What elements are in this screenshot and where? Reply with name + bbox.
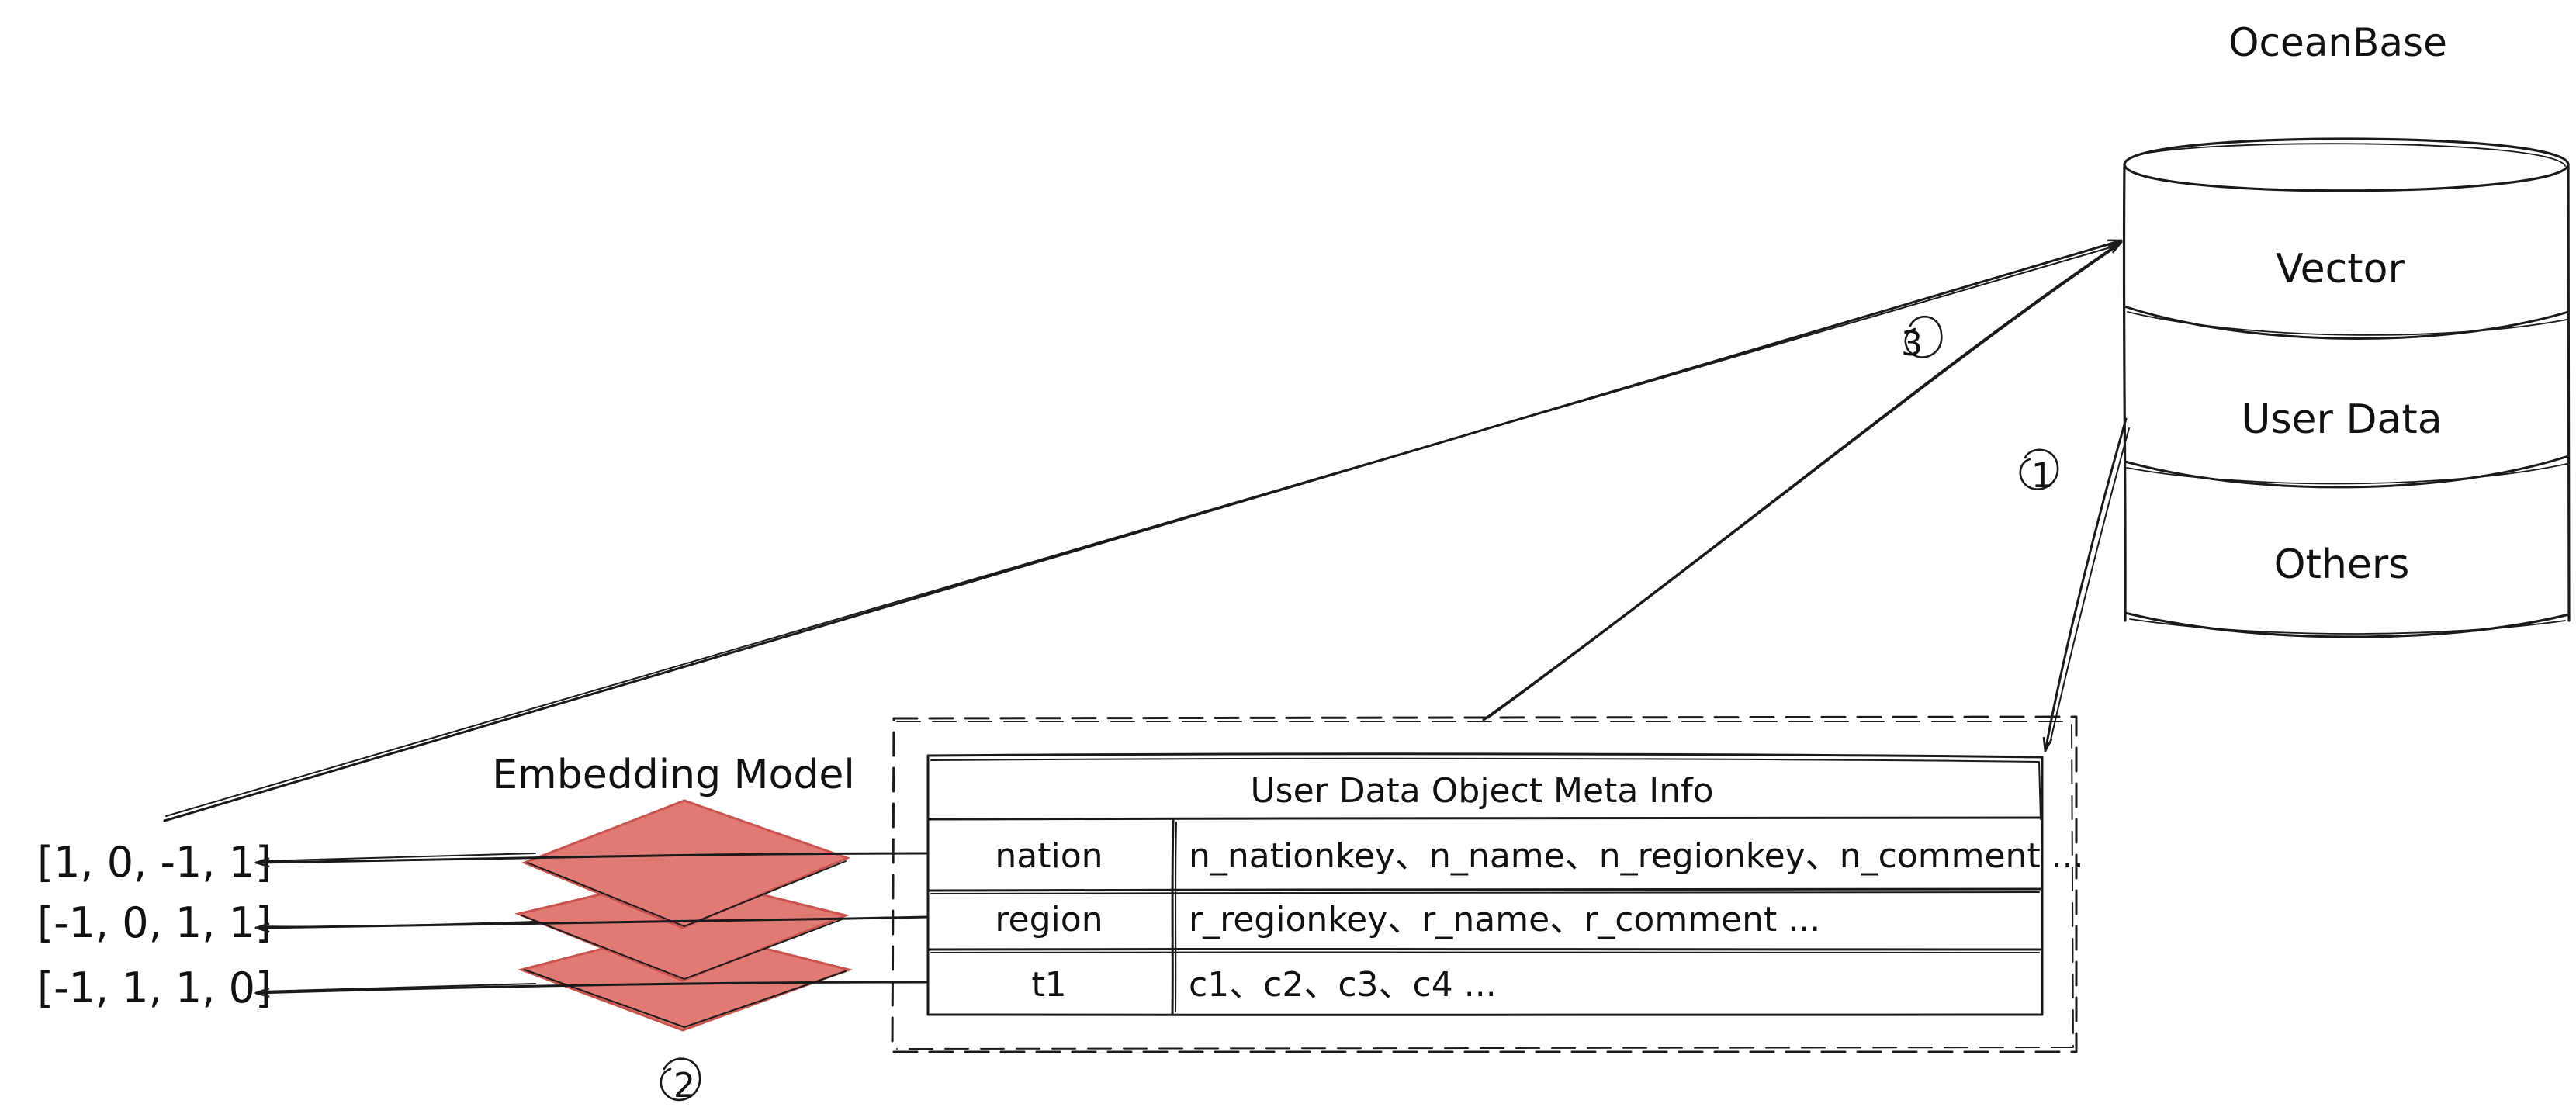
meta-info-container: User Data Object Meta Info nation n_nati… [891, 715, 2084, 1053]
vector-output-3: [-1, 1, 1, 0] [37, 964, 272, 1012]
step-marker-3: 3 [1901, 315, 1943, 364]
layer-user-data: User Data [2241, 396, 2442, 443]
row-columns-region: r_regionkey、r_name、r_comment ... [1189, 900, 1820, 939]
row-name-region: region [995, 900, 1103, 939]
userdata-to-meta-arrow [2042, 417, 2128, 752]
step-2-label: 2 [673, 1066, 695, 1105]
vector-outputs: [1, 0, -1, 1] [-1, 0, 1, 1] [-1, 1, 1, 0… [37, 838, 930, 1012]
row-name-t1: t1 [1031, 965, 1066, 1005]
vector-to-db-arrow [163, 239, 2123, 822]
row1-to-vector-arrow [254, 852, 930, 868]
meta-to-vector-arrow [1482, 240, 2123, 721]
connectors [163, 239, 2130, 822]
meta-table-header: User Data Object Meta Info [1250, 771, 1713, 811]
row-columns-nation: n_nationkey、n_name、n_regionkey、n_comment… [1189, 836, 2084, 876]
layer-others: Others [2274, 541, 2410, 588]
table-row: region r_regionkey、r_name、r_comment ... [995, 900, 1820, 939]
model-layer-1 [521, 799, 851, 929]
embedding-model-title: Embedding Model [492, 752, 855, 798]
layer-vector: Vector [2276, 246, 2405, 292]
step-marker-2: 2 [660, 1057, 701, 1105]
row-name-nation: nation [995, 836, 1103, 876]
database-title: OceanBase [2228, 20, 2447, 65]
oceanbase-database: OceanBase Vector User Data Others [2122, 20, 2571, 638]
table-row: t1 c1、c2、c3、c4 ... [1031, 965, 1496, 1005]
step-1-label: 1 [2031, 456, 2053, 496]
step-3-label: 3 [1901, 324, 1923, 364]
step-marker-1: 1 [2019, 448, 2059, 496]
row3-to-vector-arrow [254, 981, 930, 998]
vector-output-2: [-1, 0, 1, 1] [37, 898, 272, 947]
embedding-model: Embedding Model [492, 752, 855, 1032]
vector-output-1: [1, 0, -1, 1] [37, 838, 272, 887]
table-row: nation n_nationkey、n_name、n_regionkey、n_… [995, 836, 2083, 876]
row-columns-t1: c1、c2、c3、c4 ... [1189, 965, 1497, 1005]
